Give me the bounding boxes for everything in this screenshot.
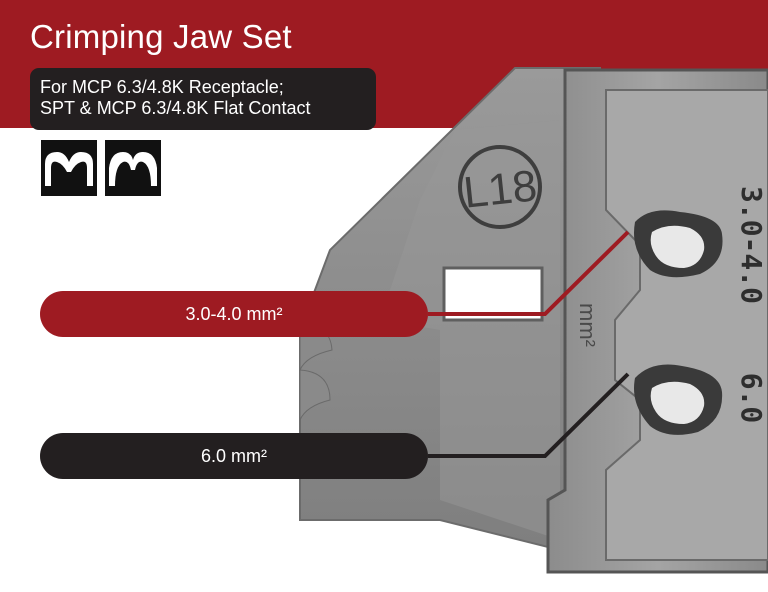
crimp-profile-flat-contact-icon [105, 140, 161, 196]
leader-line-red [428, 230, 630, 316]
crimp-cavity-lower [634, 364, 723, 435]
leader-line-black [428, 372, 630, 458]
subtitle-line-2: SPT & MCP 6.3/4.8K Flat Contact [40, 98, 311, 118]
subtitle-box: For MCP 6.3/4.8K Receptacle; SPT & MCP 6… [30, 68, 376, 130]
jaw-window [442, 266, 544, 322]
unit-mark: mm² [575, 303, 600, 347]
callout-6mm: 6.0 mm² [40, 433, 428, 479]
crimp-profile-receptacle-icon [41, 140, 97, 196]
model-badge [458, 145, 542, 229]
page-title: Crimping Jaw Set [30, 18, 292, 55]
size-mark-top: 3.0-4.0 [735, 186, 768, 304]
callout-3-4mm: 3.0-4.0 mm² [40, 291, 428, 337]
jaw-side-teeth [299, 327, 333, 520]
subtitle-line-1: For MCP 6.3/4.8K Receptacle; [40, 77, 284, 97]
crimp-cavity-upper [634, 210, 723, 278]
jaw-die-face [605, 89, 768, 561]
model-mark: L18 [461, 161, 539, 217]
size-mark-bottom: 6.0 [735, 373, 768, 424]
